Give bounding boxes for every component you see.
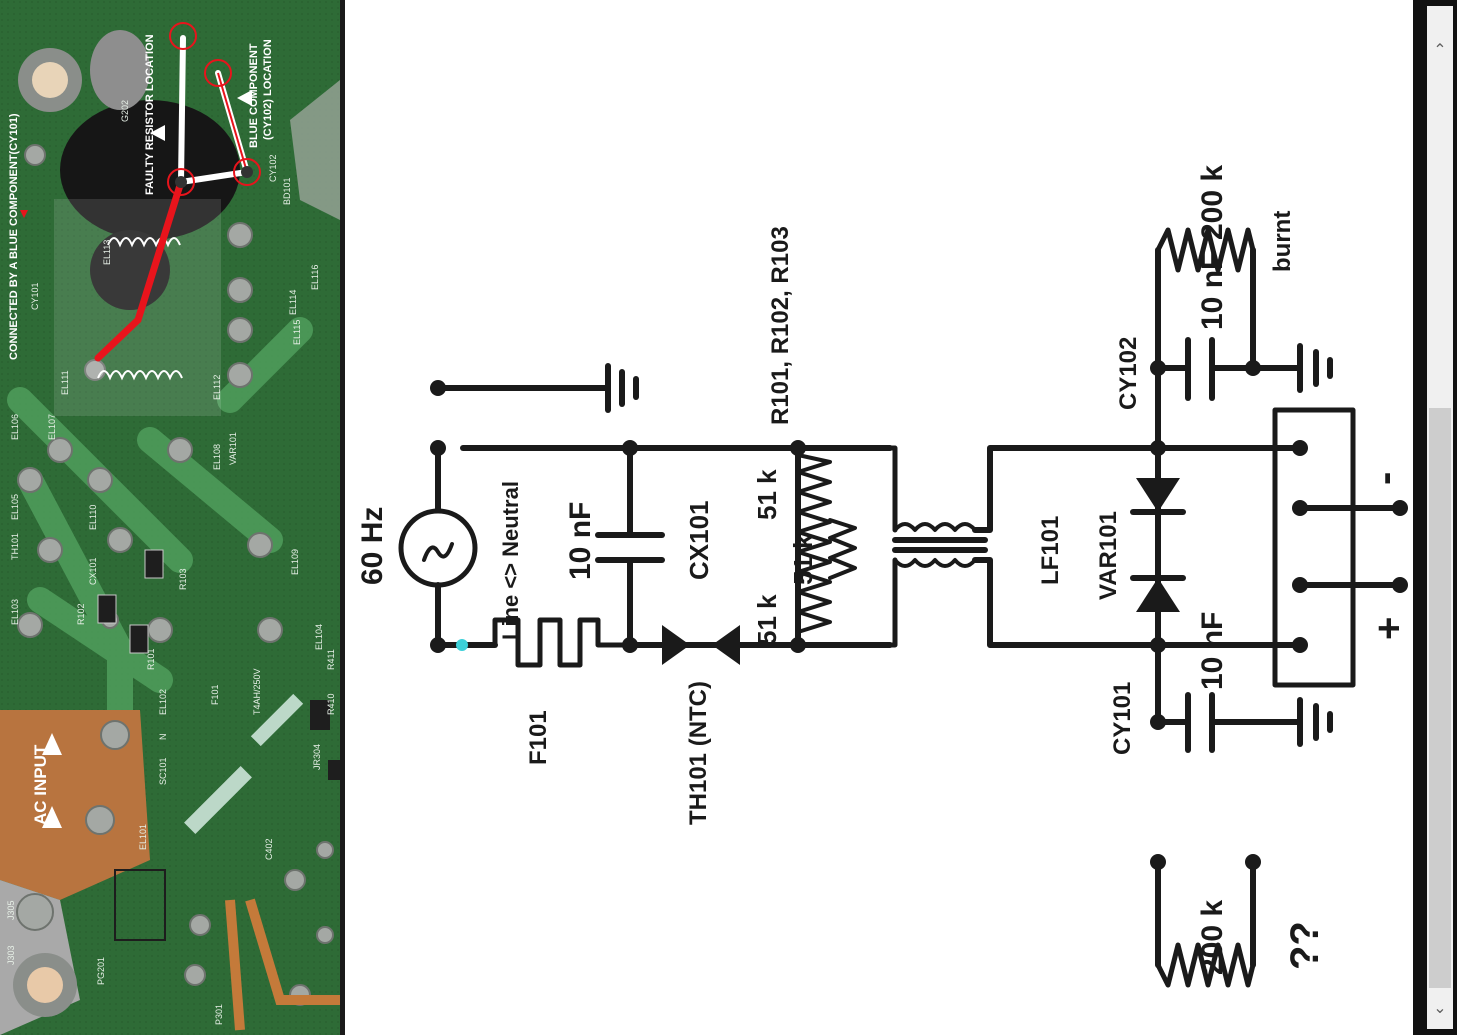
label-plus: + bbox=[1367, 617, 1411, 640]
silkscreen-label: EL111 bbox=[60, 370, 70, 395]
silkscreen-label: EL101 bbox=[138, 824, 148, 850]
silkscreen-label: CY101 bbox=[30, 282, 40, 310]
vertical-scrollbar[interactable]: ⌃ ⌄ bbox=[1413, 0, 1457, 1035]
silkscreen-label: EL105 bbox=[10, 494, 20, 520]
silkscreen-label: EL109 bbox=[290, 549, 300, 575]
silkscreen-label: N bbox=[158, 734, 168, 741]
silkscreen-label: R411 bbox=[326, 649, 336, 670]
silkscreen-label: R102 bbox=[76, 603, 86, 625]
silkscreen-label: R103 bbox=[178, 568, 188, 590]
scroll-down-icon[interactable]: ⌄ bbox=[1427, 996, 1453, 1022]
silkscreen-label: EL106 bbox=[10, 414, 20, 440]
silkscreen-label: P301 bbox=[214, 1004, 224, 1025]
silkscreen-label: EL112 bbox=[212, 375, 222, 400]
silkscreen-label: EL107 bbox=[47, 414, 57, 440]
silkscreen-label: EL116 bbox=[310, 265, 320, 290]
label-cy101: CY101 bbox=[1109, 682, 1136, 755]
silkscreen-label: R410 bbox=[326, 693, 336, 715]
silkscreen-label: EL110 bbox=[88, 505, 98, 530]
note-blue-2: (CY102) LOCATION bbox=[262, 39, 274, 140]
label-cap-x: 10 nF bbox=[564, 502, 597, 580]
silkscreen-label: R101 bbox=[146, 648, 156, 670]
silkscreen-label: G202 bbox=[120, 100, 130, 122]
silkscreen-label: EL102 bbox=[158, 689, 168, 715]
label-line-neutral: Line <> Neutral bbox=[498, 481, 523, 640]
label-lf101: LF101 bbox=[1037, 516, 1064, 585]
silkscreen-label: BD101 bbox=[282, 177, 292, 205]
silkscreen-label: T4AH/250V bbox=[252, 668, 262, 715]
note-blue-1: BLUE COMPONENT bbox=[248, 43, 260, 148]
label-var101: VAR101 bbox=[1095, 511, 1122, 600]
silkscreen-label: C402 bbox=[264, 838, 274, 860]
note-connected: CONNECTED BY A BLUE COMPONENT(CY101) bbox=[8, 113, 20, 360]
note-faulty: FAULTY RESISTOR LOCATION bbox=[144, 34, 156, 195]
label-r-value-1: 51 k bbox=[752, 469, 782, 520]
silkscreen-label: TH101 bbox=[10, 533, 20, 560]
label-question: ?? bbox=[1283, 921, 1327, 970]
silkscreen-label: J305 bbox=[6, 900, 16, 920]
scroll-up-icon[interactable]: ⌃ bbox=[1427, 38, 1453, 64]
label-cx101: CX101 bbox=[684, 501, 714, 581]
silkscreen-label: F101 bbox=[210, 684, 220, 705]
scrollbar-thumb[interactable] bbox=[1429, 408, 1451, 988]
label-cap-y1: 10 nF bbox=[1196, 252, 1229, 330]
silkscreen-label: PG201 bbox=[96, 957, 106, 985]
label-resistors: R101, R102, R103 bbox=[767, 226, 794, 425]
label-fuse: F101 bbox=[525, 710, 552, 765]
silkscreen-label: EL108 bbox=[212, 444, 222, 470]
silkscreen-label: VAR101 bbox=[228, 432, 238, 465]
silkscreen-label: EL115 bbox=[292, 320, 302, 345]
label-burnt: burnt bbox=[1269, 211, 1296, 272]
note-ac-input: AC INPUT bbox=[31, 744, 50, 825]
label-ntc: TH101 (NTC) bbox=[685, 681, 712, 825]
silkscreen-label: EL104 bbox=[314, 624, 324, 650]
silkscreen-label: J303 bbox=[6, 945, 16, 965]
label-r-value-3: 51 k bbox=[752, 594, 782, 645]
silkscreen-label: EL113 bbox=[102, 240, 112, 265]
silkscreen-label: JR304 bbox=[312, 744, 322, 770]
schematic: 60 Hz Line <> Neutral F101 TH101 (NTC) 1… bbox=[345, 0, 1413, 1035]
label-cap-y2: 10 nF bbox=[1196, 612, 1229, 690]
silkscreen-label: SC101 bbox=[158, 757, 168, 785]
silkscreen-label: CX101 bbox=[88, 557, 98, 585]
label-200k-top: 200 k bbox=[1196, 165, 1229, 240]
pcb-photo: CONNECTED BY A BLUE COMPONENT(CY101) FAU… bbox=[0, 0, 345, 1035]
silkscreen-label: EL103 bbox=[10, 599, 20, 625]
silkscreen-label: CY102 bbox=[268, 154, 278, 182]
silkscreen-label: EL114 bbox=[288, 290, 298, 315]
label-cy102: CY102 bbox=[1115, 337, 1142, 410]
label-freq: 60 Hz bbox=[356, 507, 389, 585]
label-minus: - bbox=[1363, 472, 1407, 485]
label-200k-bottom: 200 k bbox=[1196, 900, 1229, 975]
label-r-value-2: 51 k bbox=[788, 534, 818, 585]
